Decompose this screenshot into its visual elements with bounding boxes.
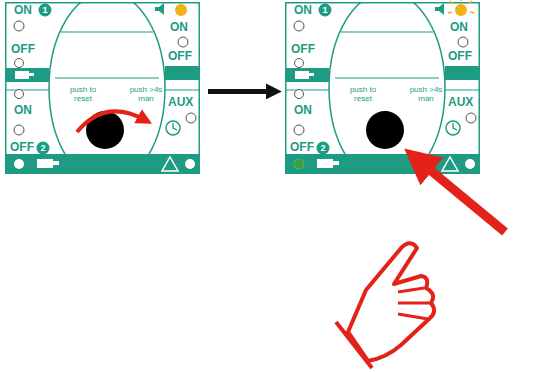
- switch-label: OFF: [10, 141, 34, 153]
- callout-number: 1: [319, 6, 331, 15]
- switch-label: ON: [14, 104, 32, 116]
- switch-label: OFF: [290, 141, 314, 153]
- flow-arrow: [208, 89, 269, 94]
- knob-label: push to reset: [63, 86, 103, 104]
- switch-label: ON: [14, 4, 32, 16]
- switch-label: OFF: [448, 50, 472, 62]
- switch-label: ON: [450, 21, 468, 33]
- switch-label: OFF: [291, 43, 315, 55]
- switch-label: OFF: [168, 50, 192, 62]
- control-panel: ON1OFFONOFF2push to resetpush >4s manONO…: [285, 2, 480, 174]
- switch-label: ON: [294, 4, 312, 16]
- switch-label: ON: [170, 21, 188, 33]
- switch-label: AUX: [168, 96, 193, 108]
- switch-label: OFF: [11, 43, 35, 55]
- callout-number: 2: [317, 144, 329, 153]
- callout-number: 2: [37, 144, 49, 153]
- knob-label: push >4s man: [409, 86, 443, 104]
- switch-label: ON: [294, 104, 312, 116]
- switch-label: AUX: [448, 96, 473, 108]
- knob-label: push >4s man: [129, 86, 163, 104]
- control-panel: ON1OFFONOFF2push to resetpush >4s manONO…: [5, 2, 200, 174]
- knob-label: push to reset: [343, 86, 383, 104]
- callout-number: 1: [39, 6, 51, 15]
